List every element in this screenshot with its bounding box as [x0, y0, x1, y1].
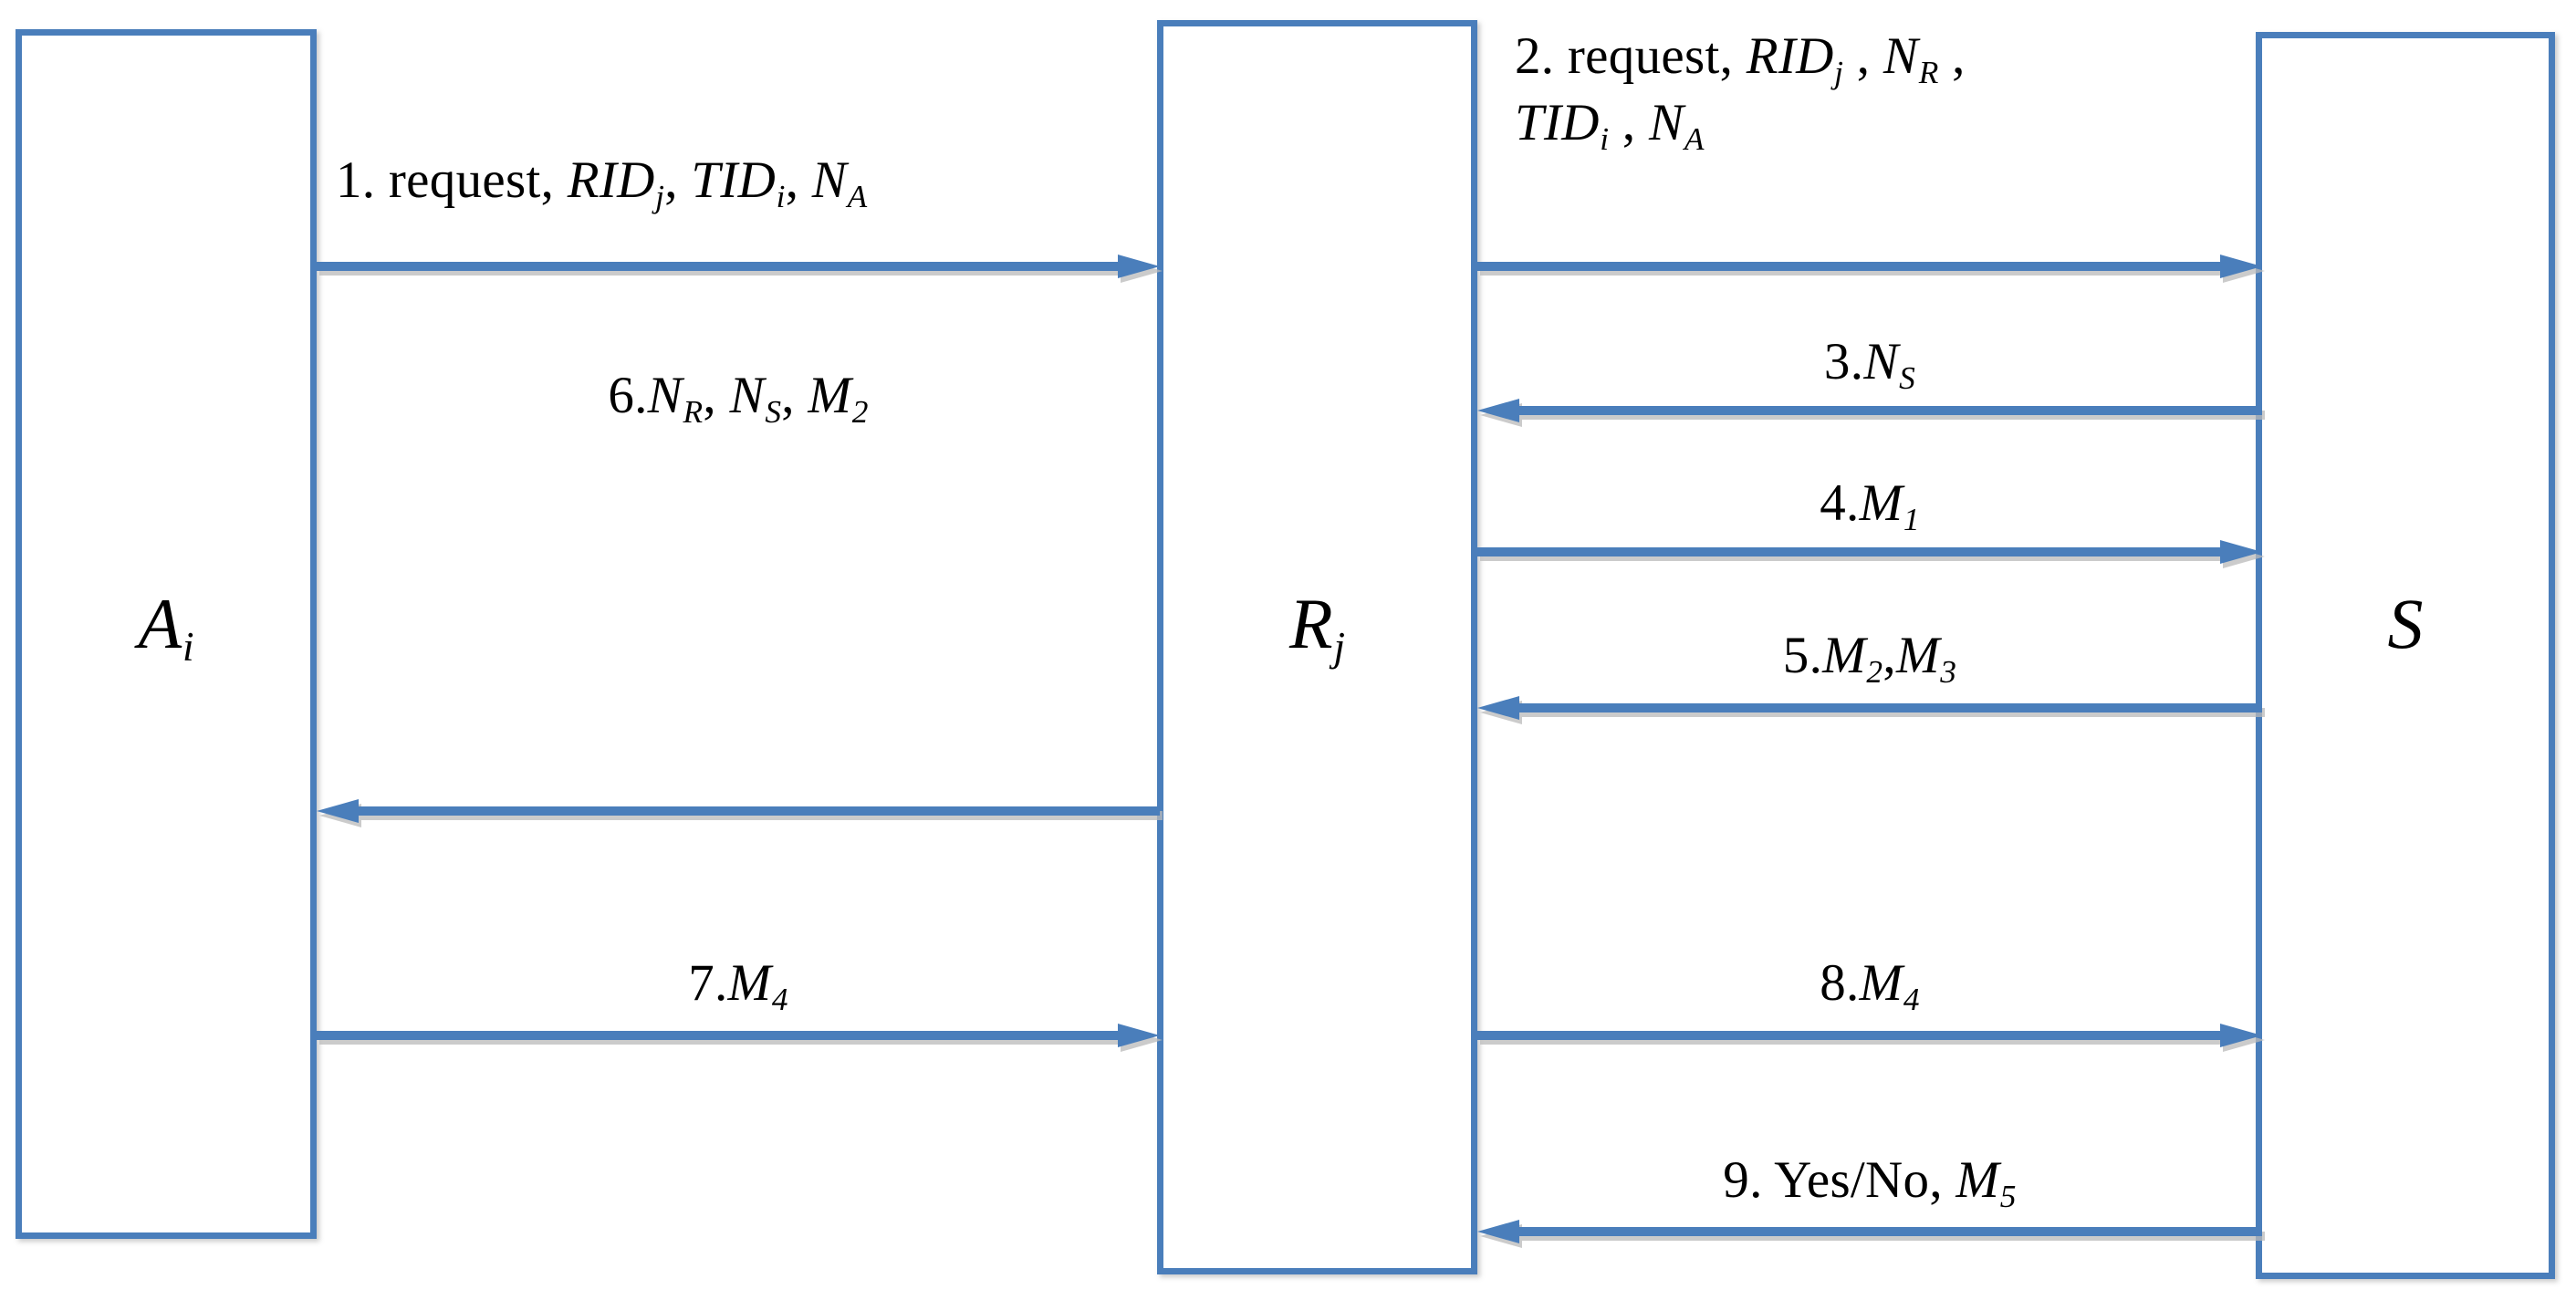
lifeline-box-a [16, 29, 317, 1239]
message-label-7: 7.M4 [688, 954, 788, 1017]
message-arrow-9 [1477, 1220, 2265, 1248]
lifeline-box-s [2256, 32, 2555, 1279]
message-label-1: 1. request, RIDj, TIDi, NA [336, 151, 868, 214]
message-label-3: 3.NS [1823, 333, 1916, 396]
lifeline-label-s: S [2387, 584, 2424, 663]
message-label-9: 9. Yes/No, M5 [1723, 1151, 2017, 1214]
message-arrow-4 [1477, 540, 2265, 568]
message-arrow-5 [1477, 696, 2265, 724]
message-label-5: 5.M2,M3 [1782, 627, 1957, 690]
message-arrow-6 [317, 799, 1163, 827]
message-arrow-7 [317, 1024, 1163, 1052]
message-arrow-8 [1477, 1024, 2265, 1052]
message-label-4: 4.M1 [1820, 474, 1920, 537]
lifeline-label-r: Rj [1288, 584, 1346, 671]
message-label-8: 8.M4 [1820, 954, 1920, 1017]
message-label-2: 2. request, RIDj , NR ,TIDi , NA [1515, 27, 1966, 157]
message-arrow-3 [1477, 399, 2265, 427]
lifeline-box-r [1157, 20, 1477, 1274]
message-arrow-1 [317, 255, 1163, 283]
message-arrow-2 [1477, 255, 2265, 283]
message-label-6: 6.NR, NS, M2 [608, 367, 869, 430]
lifeline-label-a: Ai [138, 584, 194, 671]
